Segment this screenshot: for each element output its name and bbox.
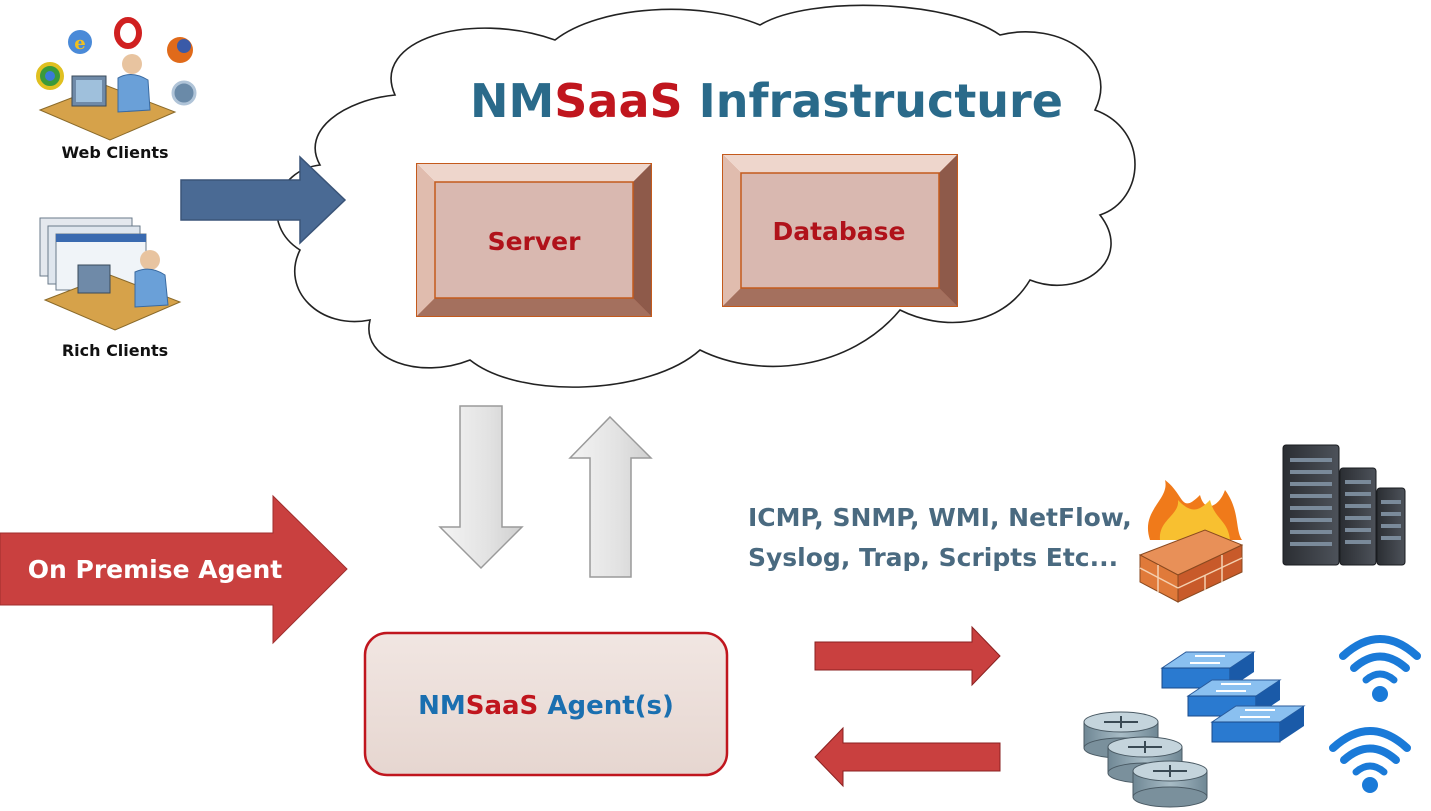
- wifi-icon: [1329, 727, 1411, 793]
- agent-label: NMSaaS Agent(s): [418, 691, 674, 721]
- browser-icons: e: [36, 17, 197, 106]
- up-arrow: [568, 415, 653, 578]
- protocols-line1: ICMP, SNMP, WMI, NetFlow,: [748, 503, 1132, 532]
- rich-clients-label: Rich Clients: [62, 341, 168, 360]
- agent-box: NMSaaS Agent(s): [363, 631, 729, 777]
- cloud-shape: [276, 4, 1136, 388]
- client-to-cloud-arrow: [180, 155, 347, 245]
- protocols-line2: Syslog, Trap, Scripts Etc...: [748, 543, 1118, 572]
- server-box: Server: [416, 163, 652, 317]
- firewall-icon: [1138, 480, 1244, 603]
- router-icon: [1083, 711, 1208, 808]
- svg-text:e: e: [74, 33, 85, 54]
- agent-to-devices-arrow: [814, 625, 1001, 687]
- on-premise-agent-label: On Premise Agent: [28, 555, 283, 584]
- rich-client-person-icon: [39, 217, 182, 331]
- page-title: NMSaaS Infrastructure: [470, 74, 1063, 128]
- server-label: Server: [488, 227, 582, 256]
- web-client-person-icon: [38, 54, 177, 141]
- down-arrow: [438, 405, 524, 570]
- network-switch-icon: [1160, 651, 1306, 743]
- database-box: Database: [722, 154, 958, 307]
- database-label: Database: [772, 217, 905, 246]
- web-clients-label: Web Clients: [61, 143, 168, 162]
- wifi-icon: [1339, 635, 1421, 702]
- server-rack-icon: [1282, 444, 1406, 566]
- devices-to-agent-arrow: [814, 726, 1001, 788]
- on-premise-agent-arrow: [0, 494, 348, 645]
